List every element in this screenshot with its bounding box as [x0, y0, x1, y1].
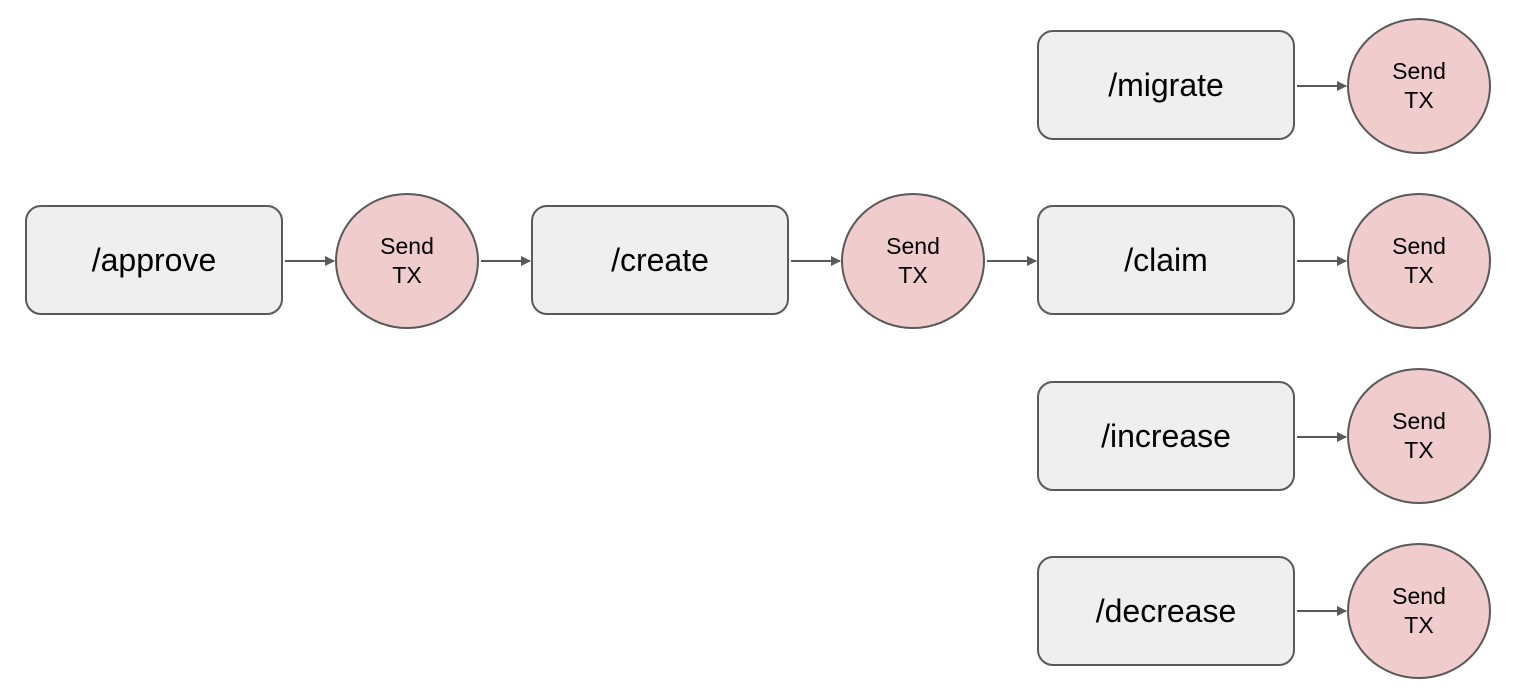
send-tx-line1: Send	[1392, 58, 1446, 84]
send-tx-line2: TX	[1404, 437, 1434, 463]
create-step: /create	[531, 205, 789, 315]
send-tx-line2: TX	[1404, 612, 1434, 638]
increase-step: /increase	[1037, 381, 1295, 491]
send-tx-line1: Send	[1392, 233, 1446, 259]
migrate-step: /migrate	[1037, 30, 1295, 140]
send-tx-node: Send TX	[1347, 543, 1491, 679]
send-tx-line1: Send	[886, 233, 940, 259]
send-tx-node: Send TX	[1347, 193, 1491, 329]
decrease-step-label: /decrease	[1095, 592, 1237, 629]
create-step-label: /create	[611, 241, 709, 278]
approve-step: /approve	[25, 205, 283, 315]
claim-step: /claim	[1037, 205, 1295, 315]
send-tx-node: Send TX	[335, 193, 479, 329]
send-tx-node: Send TX	[1347, 18, 1491, 154]
send-tx-line2: TX	[1404, 262, 1434, 288]
send-tx-node: Send TX	[841, 193, 985, 329]
migrate-step-label: /migrate	[1108, 66, 1224, 103]
approve-step-label: /approve	[91, 241, 217, 278]
send-tx-line2: TX	[898, 262, 928, 288]
send-tx-line1: Send	[1392, 583, 1446, 609]
send-tx-line1: Send	[1392, 408, 1446, 434]
send-tx-node: Send TX	[1347, 368, 1491, 504]
send-tx-line2: TX	[1404, 87, 1434, 113]
send-tx-line1: Send	[380, 233, 434, 259]
send-tx-line2: TX	[392, 262, 422, 288]
decrease-step: /decrease	[1037, 556, 1295, 666]
increase-step-label: /increase	[1101, 417, 1231, 454]
claim-step-label: /claim	[1124, 241, 1208, 278]
